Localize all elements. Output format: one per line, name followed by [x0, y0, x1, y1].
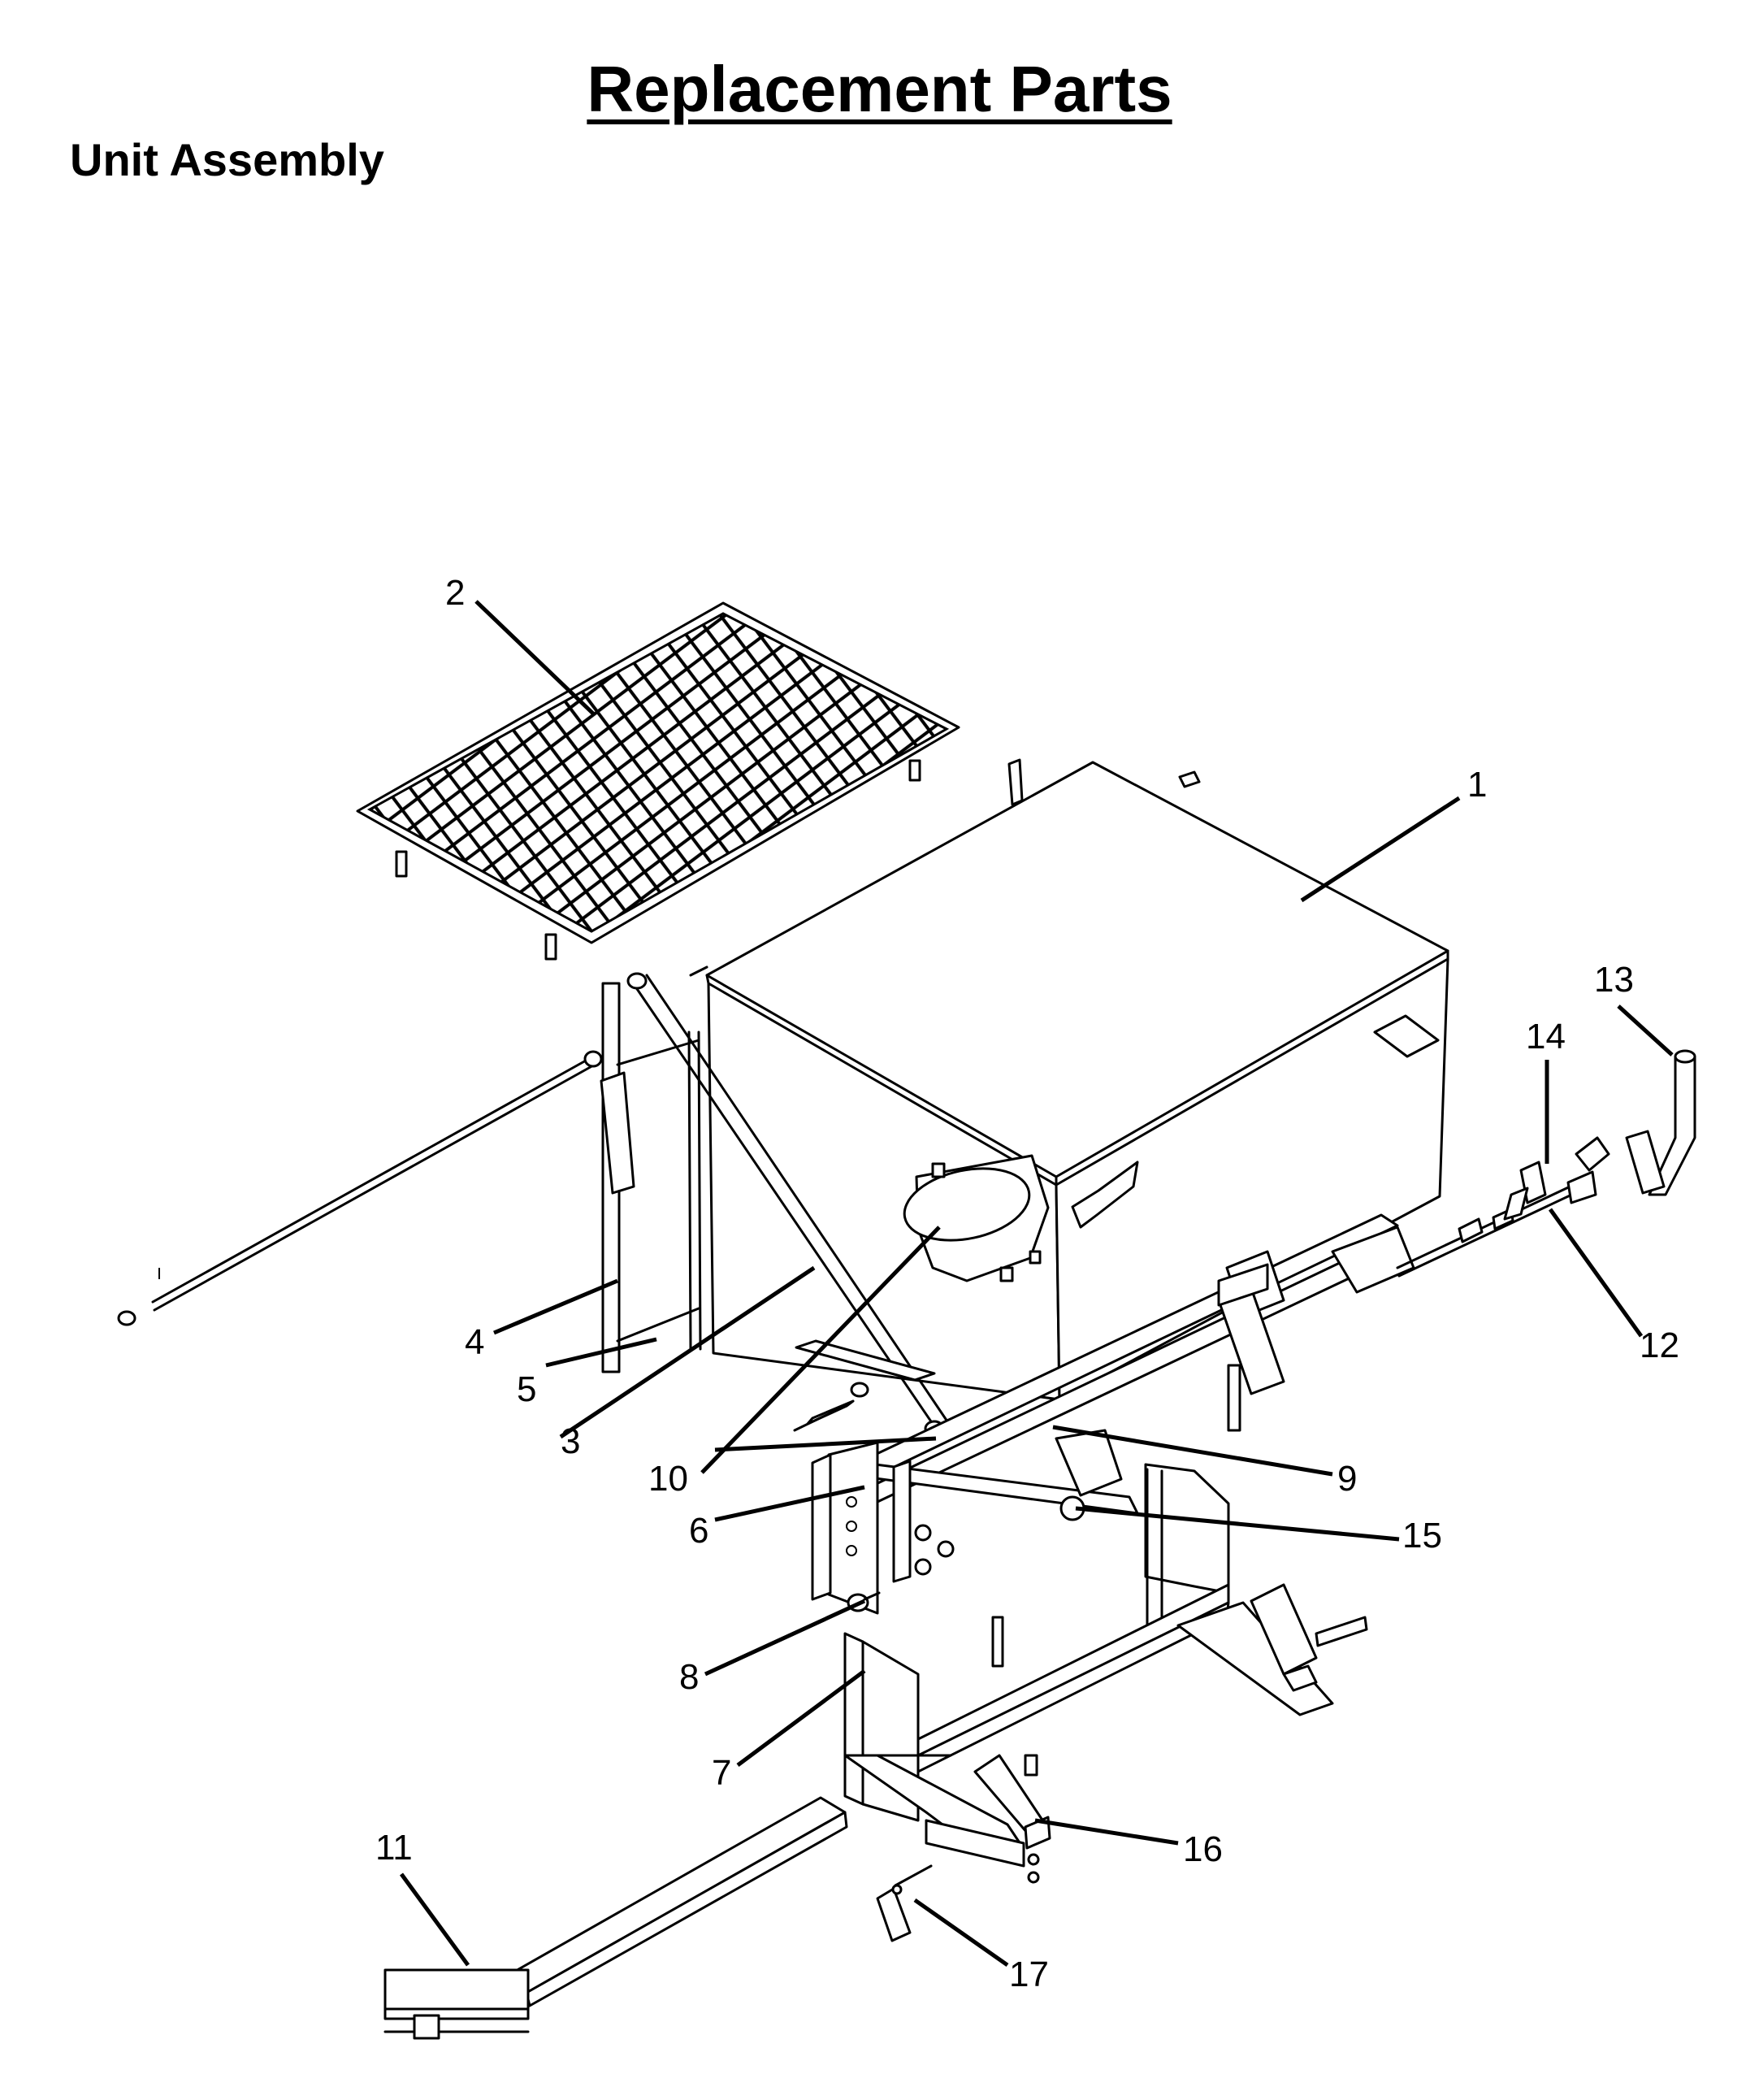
callout-17: 17 — [1009, 1955, 1049, 1994]
frame-rails — [860, 1213, 1415, 1515]
clevis — [1503, 1161, 1547, 1221]
tongue — [383, 1796, 848, 2040]
control-handle — [1575, 1049, 1696, 1196]
hopper-box — [689, 758, 1449, 1401]
callout-9: 9 — [1337, 1459, 1357, 1499]
hitch-pin — [876, 1864, 933, 1942]
callout-13: 13 — [1594, 960, 1634, 1000]
mesh-screen — [356, 601, 960, 961]
callout-2: 2 — [445, 573, 465, 613]
spout-cylinder — [903, 1154, 1050, 1282]
lower-frame — [843, 1583, 1368, 1868]
section-subtitle: Unit Assembly — [70, 134, 384, 185]
agitator-rod — [117, 1050, 603, 1326]
callout-labels: 1 2 3 4 5 6 7 8 9 10 11 12 13 14 15 16 1… — [375, 573, 1679, 1994]
callout-6: 6 — [689, 1511, 708, 1551]
callout-5: 5 — [517, 1369, 536, 1409]
callout-11: 11 — [375, 1828, 413, 1868]
callout-14: 14 — [1526, 1017, 1566, 1057]
right-mount-bracket — [1144, 1463, 1230, 1643]
callout-15: 15 — [1402, 1516, 1442, 1555]
callout-4: 4 — [465, 1322, 484, 1362]
callout-7: 7 — [712, 1753, 731, 1793]
callout-10: 10 — [648, 1459, 688, 1499]
callout-3: 3 — [561, 1421, 580, 1461]
bottom-plate — [793, 1339, 936, 1432]
callout-1: 1 — [1467, 765, 1487, 805]
callout-8: 8 — [679, 1657, 699, 1697]
page-title: Replacement Parts — [587, 53, 1172, 125]
left-mount-bracket — [811, 1441, 955, 1615]
linkage-rod — [1396, 1170, 1597, 1278]
rear-frame — [600, 982, 702, 1373]
callout-12: 12 — [1640, 1326, 1679, 1365]
callout-16: 16 — [1183, 1829, 1223, 1869]
callout-leaders — [399, 600, 1674, 1968]
